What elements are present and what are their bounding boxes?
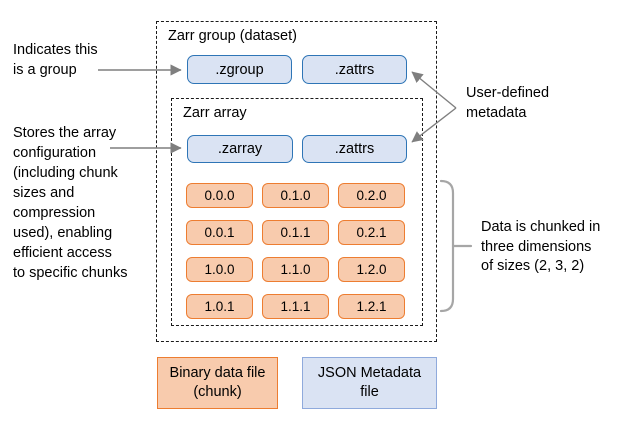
zarr-group-container: [156, 21, 437, 342]
zarray-box: .zarray: [187, 135, 293, 163]
chunk-box: 0.1.0: [262, 183, 329, 208]
chunk-box: 0.2.0: [338, 183, 405, 208]
chunk-box: 0.1.1: [262, 220, 329, 245]
zarr-group-label: Zarr group (dataset): [168, 28, 297, 44]
chunk-box: 1.0.0: [186, 257, 253, 282]
metadata-note: User-defined metadata: [466, 85, 550, 121]
chunk-box: 1.0.1: [186, 294, 253, 319]
zgroup-box: .zgroup: [187, 55, 292, 84]
chunk-box: 0.0.1: [186, 220, 253, 245]
chunk-box: 0.2.1: [338, 220, 405, 245]
chunk-box: 1.2.1: [338, 294, 405, 319]
chunk-box: 0.0.0: [186, 183, 253, 208]
array-note: Stores the array configuration (includin…: [13, 125, 128, 281]
chunk-box: 1.1.1: [262, 294, 329, 319]
chunk-bracket: [439, 179, 455, 313]
group-note: Indicates this is a group: [13, 42, 98, 78]
zarr-array-label: Zarr array: [183, 105, 247, 121]
zarr-array-container: [171, 98, 423, 326]
chunk-grid: 0.0.0 0.1.0 0.2.0 0.0.1 0.1.1 0.2.1 1.0.0 1.1.0…: [186, 183, 405, 319]
zattrs-group-box: .zattrs: [302, 55, 407, 84]
legend-binary-box: Binary data file (chunk): [157, 357, 278, 409]
chunk-note: Data is chunked in three dimensions of s…: [481, 219, 601, 274]
chunk-box: 1.1.0: [262, 257, 329, 282]
legend-json-box: JSON Metadata file: [302, 357, 437, 409]
zattrs-array-box: .zattrs: [302, 135, 407, 163]
chunk-box: 1.2.0: [338, 257, 405, 282]
